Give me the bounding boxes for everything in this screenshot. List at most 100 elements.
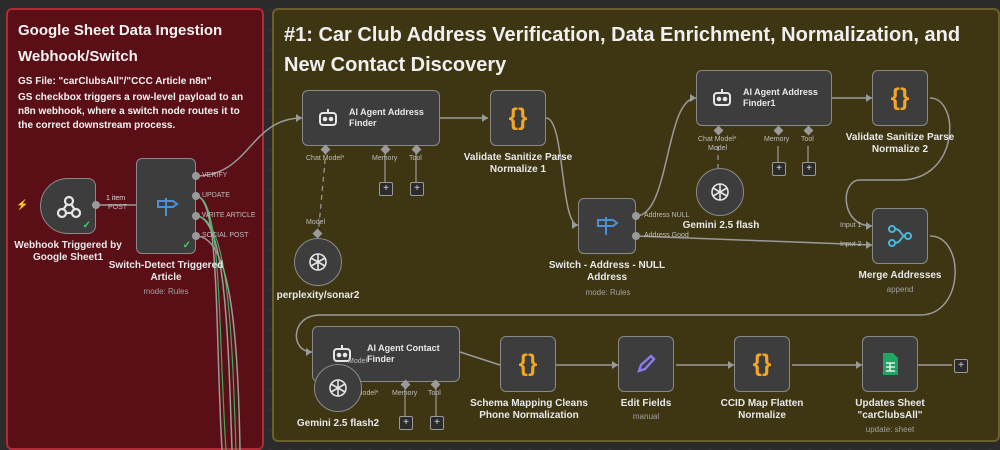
switch-null-output-port[interactable] bbox=[632, 212, 640, 220]
robot-icon bbox=[709, 85, 735, 111]
switch-output-label: VERIFY bbox=[202, 172, 228, 179]
google-sheets-icon bbox=[863, 337, 917, 391]
edge-good-merge bbox=[635, 235, 873, 246]
model-tag: Model bbox=[306, 219, 326, 226]
webhook-node-label: Webhook Triggered by Google Sheet1 bbox=[14, 240, 122, 263]
merge-label: Merge Addresses bbox=[858, 270, 942, 281]
edit-fields-mode: manual bbox=[632, 412, 660, 421]
ai-agent-address-finder-node[interactable]: AI Agent Address Finder bbox=[302, 90, 440, 146]
robot-icon bbox=[315, 105, 341, 131]
switch-null-label: Switch - Address - NULL Address bbox=[548, 260, 666, 283]
add-tool-button[interactable]: + bbox=[430, 416, 444, 430]
merge-icon bbox=[873, 209, 927, 263]
validate-2-node[interactable]: {} bbox=[872, 70, 928, 126]
tool-label: Tool bbox=[409, 155, 422, 162]
add-memory-button[interactable]: + bbox=[772, 162, 786, 176]
tool-label: Tool bbox=[801, 136, 814, 143]
chat-model-label: Chat Model* bbox=[698, 136, 737, 143]
switch-sign-icon bbox=[579, 199, 635, 253]
pencil-icon bbox=[619, 337, 673, 391]
webhook-node[interactable]: ✓ bbox=[40, 178, 96, 234]
memory-label: Memory bbox=[392, 390, 418, 397]
webhook-icon bbox=[41, 179, 97, 235]
updates-sheet-node[interactable] bbox=[862, 336, 918, 392]
merge-mode: append bbox=[886, 285, 914, 294]
switch-detect-node[interactable]: ✓ bbox=[136, 158, 196, 254]
gemini-1-label: Gemini 2.5 flash bbox=[682, 220, 760, 231]
edge-port-label: POST bbox=[108, 204, 128, 211]
sticky-title: #1: Car Club Address Verification, Data … bbox=[284, 24, 961, 76]
curly-braces-icon: {} bbox=[518, 350, 538, 377]
edit-fields-node[interactable] bbox=[618, 336, 674, 392]
switch-sign-icon bbox=[137, 189, 197, 225]
agent-title: AI Agent Address Finder1 bbox=[743, 87, 818, 108]
sticky-description: GS checkbox triggers a row-level payload… bbox=[18, 92, 244, 131]
add-memory-button[interactable]: + bbox=[379, 182, 393, 196]
sticky-file-line: GS File: "carClubsAll"/"CCC Article n8n" bbox=[18, 76, 212, 87]
edge-merge-contact bbox=[295, 235, 956, 353]
switch-detect-mode: mode: Rules bbox=[143, 287, 189, 296]
agent-title: AI Agent Address Finder bbox=[349, 107, 424, 128]
switch-output-port[interactable] bbox=[192, 172, 200, 180]
edit-fields-label: Edit Fields bbox=[620, 398, 672, 409]
merge-input-label: Input 2 bbox=[840, 241, 862, 248]
success-check-icon: ✓ bbox=[82, 220, 91, 231]
sheet-mode: update: sheet bbox=[865, 425, 915, 434]
memory-label: Memory bbox=[372, 155, 398, 162]
merge-input-label: Input 1 bbox=[840, 222, 862, 229]
switch-output-port[interactable] bbox=[192, 212, 200, 220]
trigger-bolt-icon: ⚡ bbox=[16, 200, 29, 211]
edge-validate1-switchnull bbox=[545, 117, 579, 226]
switch-address-null-node[interactable] bbox=[578, 198, 636, 254]
switch-output-label: WRITE ARTICLE bbox=[202, 212, 256, 219]
edge-validate2-merge bbox=[845, 97, 951, 227]
robot-icon bbox=[329, 341, 355, 367]
schema-label: Schema Mapping Cleans Phone Normalizatio… bbox=[470, 398, 588, 421]
switch-null-mode: mode: Rules bbox=[585, 288, 631, 297]
switch-null-output-label: Address Good bbox=[644, 232, 689, 239]
model-tag: Model bbox=[348, 358, 368, 365]
switch-null-output-port[interactable] bbox=[632, 232, 640, 240]
add-node-button[interactable]: + bbox=[954, 359, 968, 373]
switch-output-port[interactable] bbox=[192, 232, 200, 240]
agent-title: AI Agent Contact Finder bbox=[367, 343, 440, 364]
memory-label: Memory bbox=[764, 136, 790, 143]
sticky-title: Google Sheet Data Ingestion Webhook/Swit… bbox=[18, 22, 223, 65]
edge-null-agent1 bbox=[635, 97, 697, 217]
model-tag: Model bbox=[708, 145, 728, 152]
perplexity-label: perplexity/sonar2 bbox=[276, 290, 360, 301]
switch-output-label: SOCIAL POST bbox=[202, 232, 249, 239]
webhook-output-port[interactable] bbox=[92, 201, 100, 209]
switch-null-output-label: Address NULL bbox=[644, 212, 690, 219]
add-tool-button[interactable]: + bbox=[410, 182, 424, 196]
openai-icon bbox=[315, 365, 361, 411]
add-memory-button[interactable]: + bbox=[399, 416, 413, 430]
ccid-map-node[interactable]: {} bbox=[734, 336, 790, 392]
gemini-model-node[interactable] bbox=[314, 364, 362, 412]
openai-icon bbox=[697, 169, 743, 215]
validate-1-node[interactable]: {} bbox=[490, 90, 546, 146]
ccid-label: CCID Map Flatten Normalize bbox=[720, 398, 804, 421]
validate-2-label: Validate Sanitize Parse Normalize 2 bbox=[845, 132, 955, 155]
switch-output-label: UPDATE bbox=[202, 192, 230, 199]
perplexity-model-node[interactable] bbox=[294, 238, 342, 286]
sticky-note-ingestion[interactable]: Google Sheet Data Ingestion Webhook/Swit… bbox=[6, 8, 264, 450]
edge-item-count: 1 item bbox=[106, 195, 126, 202]
validate-1-label: Validate Sanitize Parse Normalize 1 bbox=[463, 152, 573, 175]
schema-mapping-node[interactable]: {} bbox=[500, 336, 556, 392]
tool-label: Tool bbox=[428, 390, 441, 397]
openai-icon bbox=[295, 239, 341, 285]
success-check-icon: ✓ bbox=[182, 240, 191, 251]
switch-output-port[interactable] bbox=[192, 192, 200, 200]
gemini-2-label: Gemini 2.5 flash2 bbox=[296, 418, 380, 429]
ai-agent-address-finder1-node[interactable]: AI Agent Address Finder1 bbox=[696, 70, 832, 126]
edge-verify-agent bbox=[195, 117, 303, 177]
sheet-label: Updates Sheet "carClubsAll" bbox=[855, 398, 925, 421]
curly-braces-icon: {} bbox=[508, 104, 528, 131]
gemini-model-node[interactable] bbox=[696, 168, 744, 216]
add-tool-button[interactable]: + bbox=[802, 162, 816, 176]
switch-detect-label: Switch-Detect Triggered Article bbox=[108, 260, 224, 283]
chat-model-label: Chat Model* bbox=[306, 155, 345, 162]
merge-addresses-node[interactable] bbox=[872, 208, 928, 264]
curly-braces-icon: {} bbox=[752, 350, 772, 377]
